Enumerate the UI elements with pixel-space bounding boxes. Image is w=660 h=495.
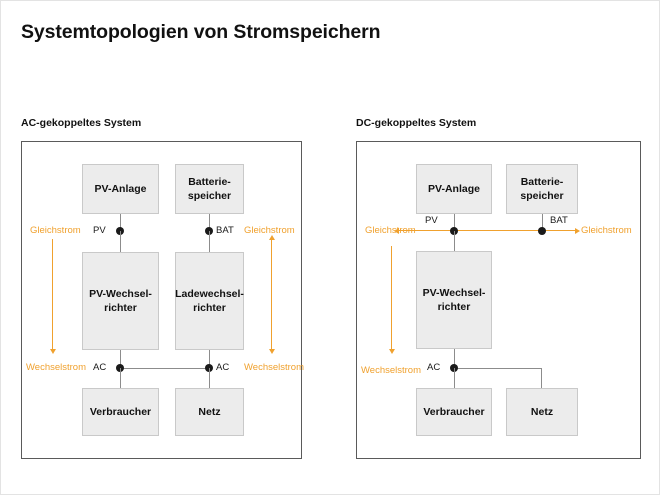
box-label-pv-wechselrichter-dc: PV-Wechsel-richter [422, 287, 486, 313]
wire-pv-to-dcbus-dc [454, 214, 455, 231]
page-title: Systemtopologien von Stromspeichern [21, 21, 381, 43]
diagram-frame-dc [356, 141, 641, 459]
box-pv-wechselrichter-ac: PV-Wechsel-richter [82, 252, 159, 350]
pin-label-pv-ac: PV [93, 225, 106, 236]
wire-pv-to-node-ac [120, 214, 121, 232]
box-netz-dc: Netz [506, 388, 578, 436]
wire-acbus-to-netz-dc [541, 368, 542, 389]
pin-label-ac-left-ac: AC [93, 362, 107, 373]
section-heading-dc: DC-gekoppeltes System [356, 117, 477, 129]
flow-arrow-right-head-up-ac [268, 235, 275, 240]
box-label-batteriespeicher-dc: Batterie-speicher [520, 176, 564, 202]
pin-label-ac-dc: AC [427, 362, 441, 373]
wire-ac-bus-ac [120, 368, 209, 369]
label-gleichstrom-left-ac: Gleichstrom [30, 225, 81, 236]
diagram-frame-ac [21, 141, 302, 459]
wire-node-to-ladeinverter-ac [209, 231, 210, 253]
dc-bus-head-right-dc [575, 227, 580, 234]
pin-label-bat-dc: BAT [550, 215, 568, 226]
pin-label-ac-right-ac: AC [216, 362, 230, 373]
pin-label-pv-dc: PV [425, 215, 438, 226]
wire-dcbus-to-inverter-dc [454, 231, 455, 252]
label-wechselstrom-left-dc: Wechselstrom [361, 365, 422, 376]
dc-bus-line-dc [399, 230, 575, 232]
label-wechselstrom-left-ac: Wechselstrom [26, 362, 87, 373]
box-batteriespeicher-ac: Batterie-speicher [175, 164, 244, 214]
flow-arrow-right-line-ac [271, 239, 273, 351]
section-heading-ac: AC-gekoppeltes System [21, 117, 142, 129]
label-gleichstrom-right-dc: Gleichstrom [581, 225, 632, 236]
wire-node-to-pvinverter-ac [120, 231, 121, 253]
label-gleichstrom-right-ac: Gleichstrom [244, 225, 295, 236]
box-pv-wechselrichter-dc: PV-Wechsel-richter [416, 251, 492, 349]
wire-pvinverter-to-acbus [120, 350, 121, 369]
wire-bat-to-dcbus-dc [542, 214, 543, 231]
box-label-pv-wechselrichter-ac: PV-Wechsel-richter [89, 288, 152, 314]
pin-label-bat-ac: BAT [216, 225, 234, 236]
box-label-ladewechselrichter-ac: Ladewechsel-richter [175, 288, 244, 314]
box-netz-ac: Netz [175, 388, 244, 436]
box-label-batteriespeicher-ac: Batterie-speicher [187, 176, 232, 202]
flow-arrow-left-head-down-dc [388, 349, 395, 354]
label-wechselstrom-right-ac: Wechselstrom [244, 362, 305, 373]
wire-ladeinverter-to-acbus [209, 350, 210, 369]
wire-bat-to-node-ac [209, 214, 210, 232]
box-pv-anlage-dc: PV-Anlage [416, 164, 492, 214]
wire-acbus-to-verbraucher-dc [454, 368, 455, 389]
box-verbraucher-ac: Verbraucher [82, 388, 159, 436]
box-pv-anlage-ac: PV-Anlage [82, 164, 159, 214]
wire-acbus-to-verbraucher-ac [120, 368, 121, 389]
box-verbraucher-dc: Verbraucher [416, 388, 492, 436]
flow-arrow-left-line-dc [391, 246, 393, 351]
box-batteriespeicher-dc: Batterie-speicher [506, 164, 578, 214]
box-ladewechselrichter-ac: Ladewechsel-richter [175, 252, 244, 350]
flow-arrow-right-head-down-ac [268, 349, 275, 354]
wire-ac-bus-dc [454, 368, 542, 369]
dc-bus-head-left-dc [394, 227, 399, 234]
flow-arrow-left-line-ac [52, 239, 54, 351]
wire-inverter-to-acbus-dc [454, 349, 455, 369]
flow-arrow-left-head-down-ac [49, 349, 56, 354]
wire-acbus-to-netz-ac [209, 368, 210, 389]
node-dot-bat-dc [538, 227, 546, 235]
label-gleichstrom-left-dc: Gleichstrom [365, 225, 416, 236]
